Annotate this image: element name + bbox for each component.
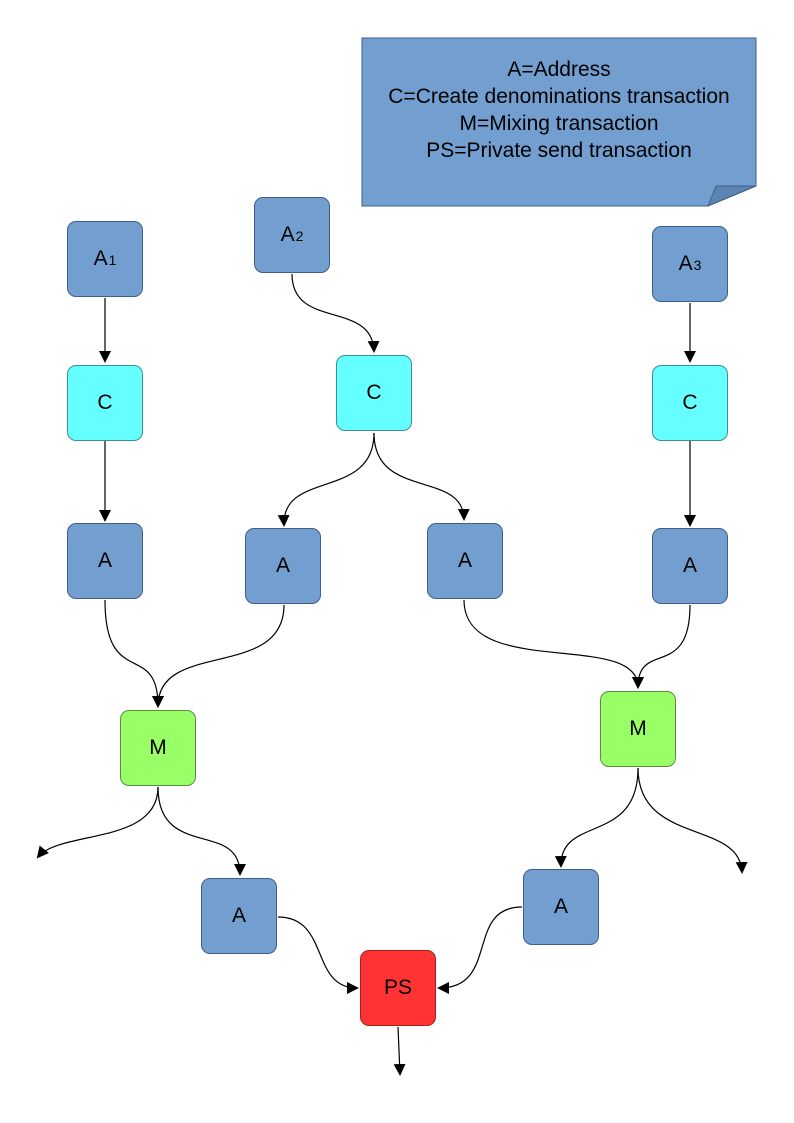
node-address-right: A [652,528,728,604]
node-mixing-right: M [600,691,676,767]
edge-m-left-out [36,786,159,859]
edge-c2-a-midright [373,432,470,521]
edge-a-out-left-ps [277,916,359,994]
node-address-out-left: A [201,878,277,954]
edge-a-right-m-right [632,604,691,689]
edge-ps-out [393,1026,406,1076]
node-label: C [682,391,698,414]
edge-a-left-m-left [104,599,164,708]
legend-line-create: C=Create denominations transaction [388,85,730,108]
edge-m-right-a-out-right [554,767,639,868]
edge-a-out-right-ps [437,906,523,994]
node-address-left: A [67,523,143,599]
legend-line-address: A=Address [507,58,611,81]
node-label: M [149,736,167,759]
node-create-1: C [67,365,143,441]
node-label: PS [383,976,412,999]
node-label: A [93,247,108,270]
edge-c2-a-midleft [277,432,375,527]
node-create-3: C [652,365,728,441]
edge-a-midleft-m-left [152,604,285,708]
node-subscript: 1 [108,252,117,268]
node-label: A [231,904,246,927]
node-label: M [629,717,647,740]
node-address-midleft: A [245,528,321,604]
node-address-out-right: A [523,869,599,945]
node-create-2: C [336,355,412,431]
node-label: A [280,223,295,246]
node-address-midright: A [427,523,503,599]
node-label: A [275,554,290,577]
legend-text: A=Address C=Create denominations transac… [362,56,756,164]
node-subscript: 3 [693,257,702,273]
edge-m-left-a-out-left [157,786,246,876]
node-label: C [97,391,113,414]
node-subscript: 2 [295,228,304,244]
node-label: A [97,549,112,572]
node-label: C [366,381,382,404]
edge-a-midright-m-right [463,599,644,689]
legend-line-private-send: PS=Private send transaction [426,139,692,162]
legend-note [361,37,757,207]
node-private-send: PS [360,950,436,1026]
node-label: A [678,252,693,275]
edge-m-right-out [637,767,748,874]
node-label: A [682,554,697,577]
legend-line-mixing: M=Mixing transaction [459,112,659,135]
edge-a2-c2 [291,273,380,353]
node-mixing-left: M [120,710,196,786]
legend-note-fold [707,185,757,207]
node-label: A [457,549,472,572]
node-label: A [553,895,568,918]
